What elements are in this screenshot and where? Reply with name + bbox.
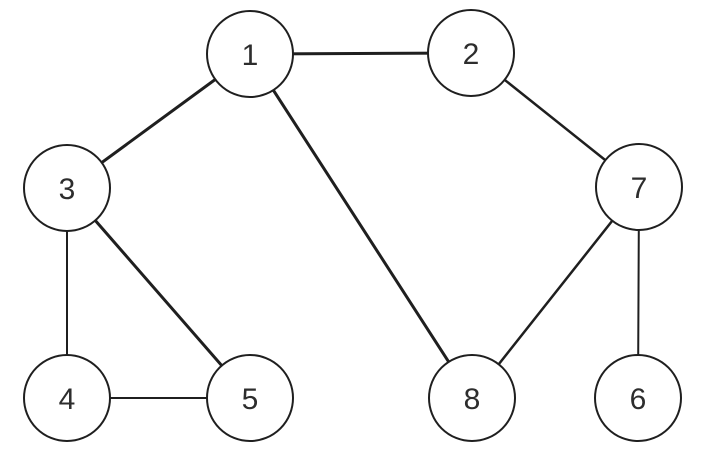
- node-circle-8: [428, 354, 516, 442]
- node-label-2: 2: [463, 38, 480, 71]
- node-label-1: 1: [242, 39, 259, 72]
- node-circle-6: [594, 354, 682, 442]
- node-circle-3: [23, 144, 111, 232]
- nodes-layer: 1 2 3 7 4 5 8 6: [23, 9, 683, 442]
- node-label-5: 5: [242, 383, 259, 416]
- node-label-4: 4: [59, 383, 76, 416]
- node-7: 7: [595, 143, 683, 231]
- node-label-6: 6: [630, 383, 647, 416]
- node-circle-1: [206, 10, 294, 98]
- node-circle-4: [23, 354, 111, 442]
- node-circle-7: [595, 143, 683, 231]
- node-label-7: 7: [631, 172, 648, 205]
- node-circle-5: [206, 354, 294, 442]
- edge-3-5: [65, 186, 252, 400]
- node-2: 2: [427, 9, 515, 97]
- edges-layer: [65, 51, 641, 400]
- node-label-3: 3: [59, 173, 76, 206]
- node-6: 6: [594, 354, 682, 442]
- node-5: 5: [206, 354, 294, 442]
- node-1: 1: [206, 10, 294, 98]
- node-label-8: 8: [464, 383, 481, 416]
- node-3: 3: [23, 144, 111, 232]
- edge-7-8: [470, 185, 641, 400]
- node-4: 4: [23, 354, 111, 442]
- edge-1-8: [248, 52, 474, 400]
- node-8: 8: [428, 354, 516, 442]
- node-circle-2: [427, 9, 515, 97]
